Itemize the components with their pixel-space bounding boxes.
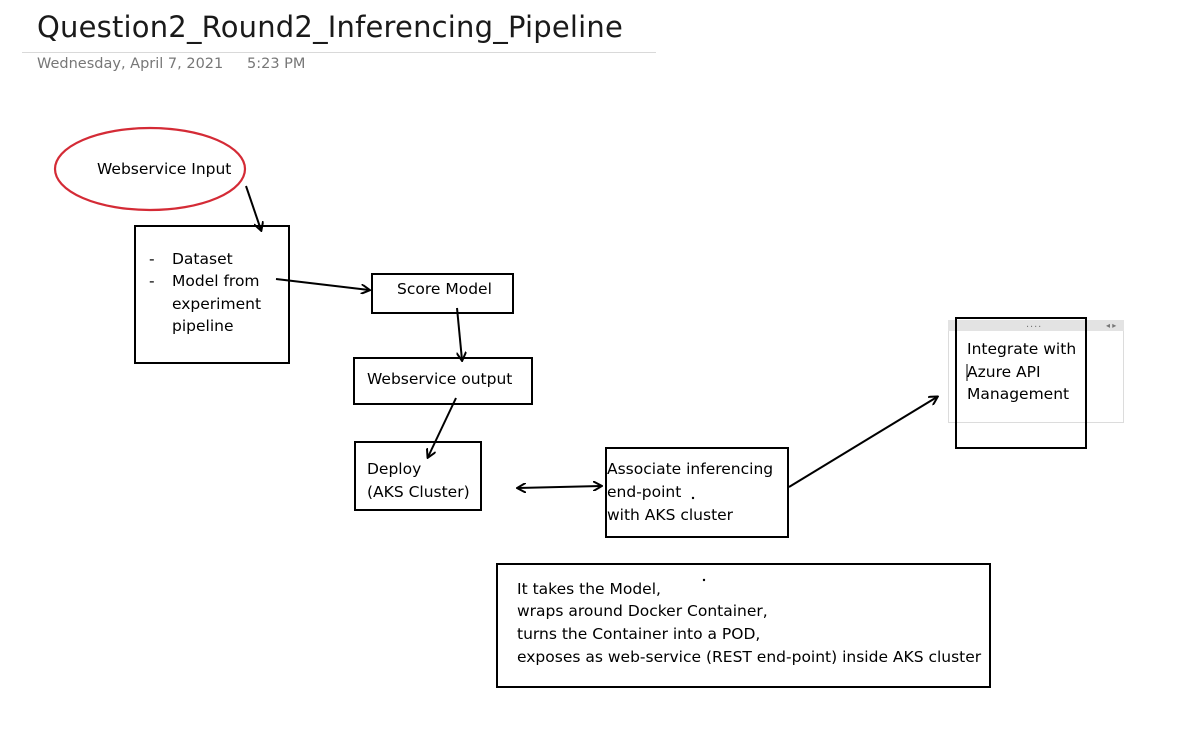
- deploy-label: Deploy: [367, 460, 422, 478]
- integrate-label: Integrate with: [967, 340, 1077, 358]
- integrate-label: Management: [967, 385, 1070, 403]
- inputs-box: [134, 225, 290, 364]
- explanation-line: It takes the Model,: [517, 580, 661, 598]
- arrow-output-to-deploy: [428, 397, 457, 457]
- integrate-label: Azure API: [967, 363, 1041, 381]
- title-divider: [22, 52, 656, 53]
- associate-label: end-point: [607, 483, 682, 501]
- resize-arrows-icon[interactable]: ◂ ▸: [1106, 321, 1117, 330]
- list-item-label: Model from: [172, 272, 260, 290]
- arrow-score-to-output: [456, 307, 462, 360]
- arrow-associate-to-integrate: [788, 397, 937, 488]
- list-item-label: pipeline: [172, 317, 234, 335]
- stray-dot: [691, 496, 695, 500]
- page-time: 5:23 PM: [247, 56, 306, 72]
- arrow-deploy-associate: [518, 486, 601, 488]
- note-container-handle[interactable]: [948, 320, 1124, 331]
- arrow-dataset-to-score: [275, 278, 369, 290]
- deploy-label: (AKS Cluster): [367, 483, 470, 501]
- webservice-output-box: [353, 357, 533, 405]
- drag-handle-icon[interactable]: ....: [1026, 318, 1043, 330]
- associate-label: Associate inferencing: [607, 460, 774, 478]
- explanation-box: [496, 563, 991, 688]
- score-model-label: Score Model: [397, 280, 492, 298]
- integrate-box: [955, 317, 1087, 449]
- explanation-line: exposes as web-service (REST end-point) …: [517, 648, 982, 666]
- arrow-input-to-dataset: [245, 185, 261, 230]
- deploy-box: [354, 441, 482, 511]
- score-model-box: [371, 273, 514, 314]
- bullet-dash: -: [149, 250, 155, 268]
- explanation-line: turns the Container into a POD,: [517, 625, 761, 643]
- webservice-input-label: Webservice Input: [97, 160, 232, 178]
- webservice-input-ellipse: [53, 126, 247, 212]
- webservice-output-label: Webservice output: [367, 370, 513, 388]
- page-title: Question2_Round2_Inferencing_Pipeline: [37, 10, 624, 44]
- associate-box: [605, 447, 789, 538]
- stray-dot: [702, 578, 706, 582]
- list-item-label: Dataset: [172, 250, 233, 268]
- list-item-label: experiment: [172, 294, 262, 313]
- page-date: Wednesday, April 7, 2021: [37, 56, 224, 72]
- associate-label: with AKS cluster: [607, 506, 734, 524]
- bullet-dash: -: [149, 272, 155, 290]
- explanation-line: wraps around Docker Container,: [517, 602, 768, 620]
